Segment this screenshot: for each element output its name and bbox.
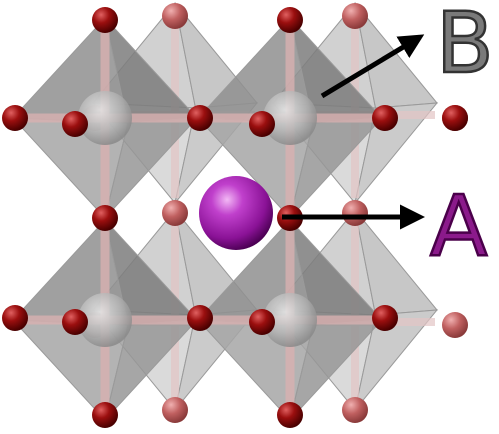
front-oxygen-atom-1 [277, 7, 303, 33]
front-oxygen-atom-10 [2, 305, 28, 331]
front-oxygen-atom-15 [92, 402, 118, 428]
front-oxygen-atom-14 [372, 305, 398, 331]
front-oxygen-atom-16 [277, 402, 303, 428]
front-oxygen-atom-7 [442, 105, 468, 131]
front-oxygen-atom-8 [92, 205, 118, 231]
b-site-arrow [320, 34, 425, 99]
b-cations [78, 91, 317, 347]
back-oxygen-atom-9 [342, 397, 368, 423]
back-oxygen-atom-0 [162, 3, 188, 29]
front-oxygen-atom-12 [187, 305, 213, 331]
b-site-cation-0 [78, 91, 132, 145]
a-site-cation [199, 176, 273, 250]
back-octahedron-3-face-3 [354, 309, 439, 411]
back-oxygen-atom-8 [162, 397, 188, 423]
back-oxygen-atom-5 [342, 200, 368, 226]
back-oxygen-atom-7 [442, 312, 468, 338]
back-oxygen-atom-4 [162, 200, 188, 226]
b-site-cation-3 [263, 293, 317, 347]
front-oxygen-atom-4 [187, 105, 213, 131]
front-oxygen-atom-6 [372, 105, 398, 131]
b-site-cation-2 [78, 293, 132, 347]
front-oxygen-atom-11 [62, 309, 88, 335]
front-oxygen-atom-5 [249, 111, 275, 137]
a-site-label: A [430, 177, 487, 275]
back-oxygen-atom-1 [342, 3, 368, 29]
front-oxygen-atom-0 [92, 7, 118, 33]
b-site-label: B [436, 0, 494, 92]
front-atoms [2, 7, 468, 428]
front-oxygen-atom-2 [2, 105, 28, 131]
back-octahedron-1-face-3 [354, 102, 439, 204]
b-site-cation-1 [263, 91, 317, 145]
front-oxygen-atom-13 [249, 309, 275, 335]
front-oxygen-atom-3 [62, 111, 88, 137]
